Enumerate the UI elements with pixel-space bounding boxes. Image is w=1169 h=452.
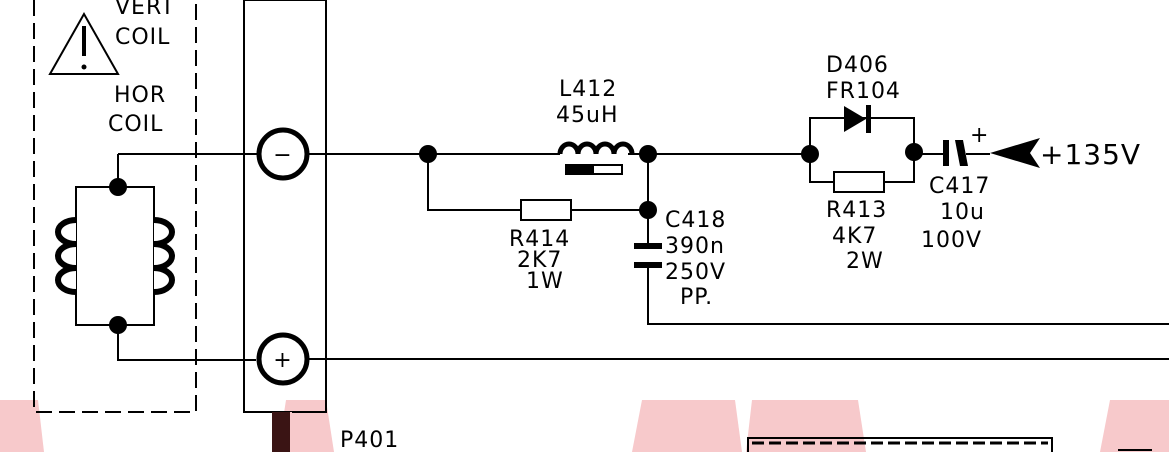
c418-capacitance: 390n [665, 234, 725, 259]
horizontal-coil [55, 154, 256, 361]
vert-coil-label-2: COIL [115, 25, 170, 50]
resistor-r414 [520, 199, 572, 221]
supply-arrow-icon [990, 138, 1040, 168]
connector-p401 [243, 0, 327, 452]
pin-minus: − [256, 127, 310, 181]
l412-ref: L412 [559, 77, 617, 102]
junction-dots [419, 143, 923, 219]
pin-plus: + [256, 332, 310, 386]
pin-minus-label: − [273, 143, 292, 168]
yoke-dashed-box [33, 0, 197, 413]
r414-value: 2K7 [517, 248, 562, 273]
c417-plus-mark: + [970, 123, 989, 148]
r413-ref: R413 [826, 198, 887, 223]
r413-power: 2W [846, 249, 884, 274]
c417-voltage: 100V [921, 228, 982, 253]
warning-icon [48, 11, 120, 75]
supply-label: +135V [1040, 138, 1141, 171]
capacitor-c418 [634, 243, 662, 268]
wire-r413-left [809, 154, 834, 183]
c417-capacitance: 10u [940, 200, 985, 225]
wire-r413-right [884, 154, 915, 183]
hor-coil-label-2: COIL [108, 112, 163, 137]
resistor-r413 [833, 171, 885, 193]
capacitor-c417 [943, 140, 968, 166]
r413-value: 4K7 [832, 224, 877, 249]
wire-c418-bottom [647, 268, 1169, 325]
wire-d406-loop [809, 117, 915, 154]
d406-ref: D406 [826, 53, 889, 78]
vert-coil-label-1: VERT [115, 0, 175, 20]
l412-value: 45uH [556, 103, 618, 128]
hor-coil-label-1: HOR [114, 83, 166, 108]
connector-label: P401 [340, 428, 399, 452]
c418-voltage: 250V [665, 260, 726, 285]
r414-power: 1W [526, 269, 564, 294]
c417-ref: C417 [929, 174, 990, 199]
dashed-bracket [747, 437, 1152, 452]
pin-plus-label: + [273, 348, 292, 373]
d406-part: FR104 [826, 79, 901, 104]
inductor-l412 [557, 141, 635, 175]
diode-d406 [844, 105, 871, 133]
wire-r414-left [427, 154, 521, 211]
c418-ref: C418 [665, 208, 726, 233]
r414-ref: R414 [509, 227, 570, 252]
c418-type: PP. [680, 285, 713, 310]
